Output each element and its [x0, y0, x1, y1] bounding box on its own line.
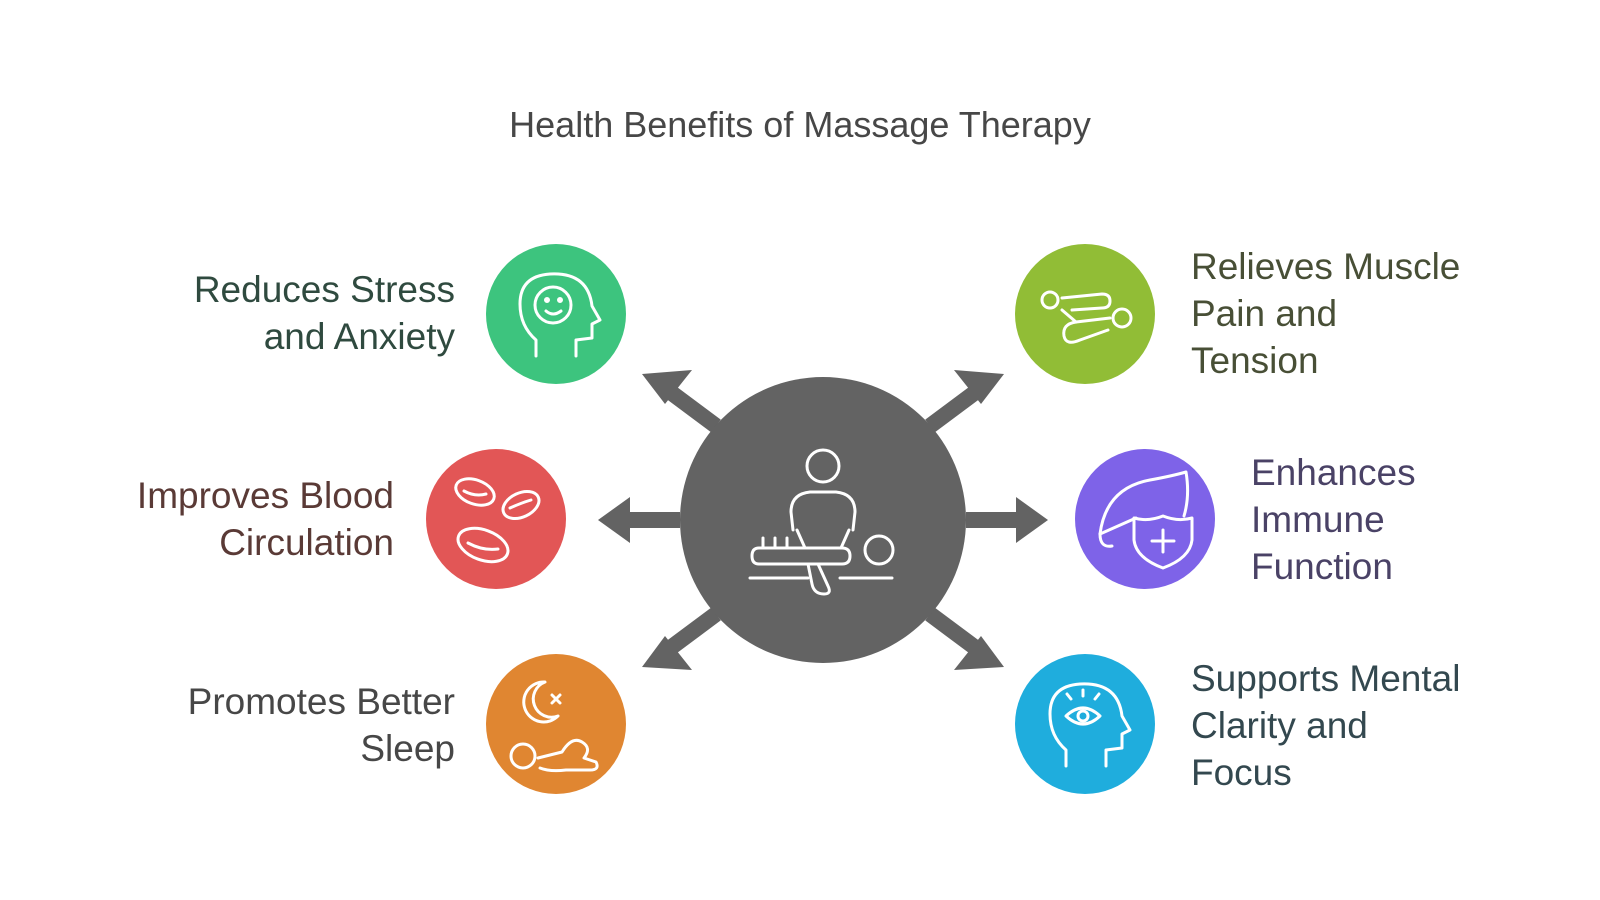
massage-therapist-icon	[748, 448, 895, 596]
benefit-node-muscle	[1015, 244, 1155, 384]
benefit-label-circulation: Improves Blood Circulation	[137, 472, 394, 566]
label-line: Promotes Better	[187, 681, 455, 722]
benefit-node-clarity	[1015, 654, 1155, 794]
label-line: Pain and	[1191, 293, 1338, 334]
blood-cells-icon	[454, 477, 541, 564]
arrow-left	[598, 497, 680, 543]
benefit-node-sleep	[486, 654, 626, 794]
label-line: Tension	[1191, 340, 1319, 381]
arrow-down-right	[925, 607, 1004, 670]
benefit-label-muscle: Relieves Muscle Pain and Tension	[1191, 243, 1460, 384]
benefit-node-stress	[486, 244, 626, 384]
label-line: Reduces Stress	[193, 269, 455, 310]
label-line: and Anxiety	[263, 316, 455, 357]
label-line: Relieves Muscle	[1191, 246, 1461, 287]
benefit-node-circulation	[426, 449, 566, 589]
label-line: Circulation	[219, 522, 394, 563]
stretching-person-icon	[1040, 290, 1133, 344]
label-line: Immune	[1251, 499, 1385, 540]
label-line: Sleep	[360, 728, 455, 769]
benefit-label-immune: Enhances Immune Function	[1251, 449, 1416, 590]
diagram-title: Health Benefits of Massage Therapy	[509, 104, 1091, 145]
eye-head-icon	[1048, 682, 1132, 768]
benefit-label-clarity: Supports Mental Clarity and Focus	[1191, 655, 1460, 796]
benefit-label-sleep: Promotes Better Sleep	[188, 678, 455, 772]
arrow-up-left	[642, 370, 721, 433]
label-line: Improves Blood	[136, 475, 394, 516]
arrow-down-left	[642, 607, 721, 670]
benefit-label-stress: Reduces Stress and Anxiety	[194, 266, 455, 360]
label-line: Supports Mental	[1191, 658, 1461, 699]
arrow-up-right	[925, 370, 1004, 433]
arrows	[598, 370, 1048, 670]
label-line: Enhances	[1251, 452, 1416, 493]
leaf-shield-icon	[1098, 470, 1194, 570]
sleep-moon-icon	[509, 680, 599, 773]
label-line: Function	[1251, 546, 1393, 587]
arrow-right	[966, 497, 1048, 543]
smiling-head-icon	[518, 272, 602, 358]
center-node	[680, 377, 966, 663]
label-line: Clarity and	[1191, 705, 1368, 746]
benefit-node-immune	[1075, 449, 1215, 589]
label-line: Focus	[1191, 752, 1292, 793]
